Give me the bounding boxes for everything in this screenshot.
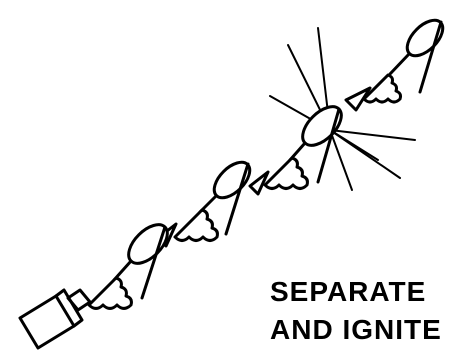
- fourth-stage: [89, 218, 174, 309]
- second-stage: [250, 100, 348, 194]
- engine-base-block: [20, 290, 90, 348]
- caption-and-ignite: AND IGNITE: [270, 316, 442, 344]
- caption-separate: SEPARATE: [270, 278, 426, 306]
- third-stage: [158, 156, 256, 246]
- upper-stage: [346, 14, 449, 110]
